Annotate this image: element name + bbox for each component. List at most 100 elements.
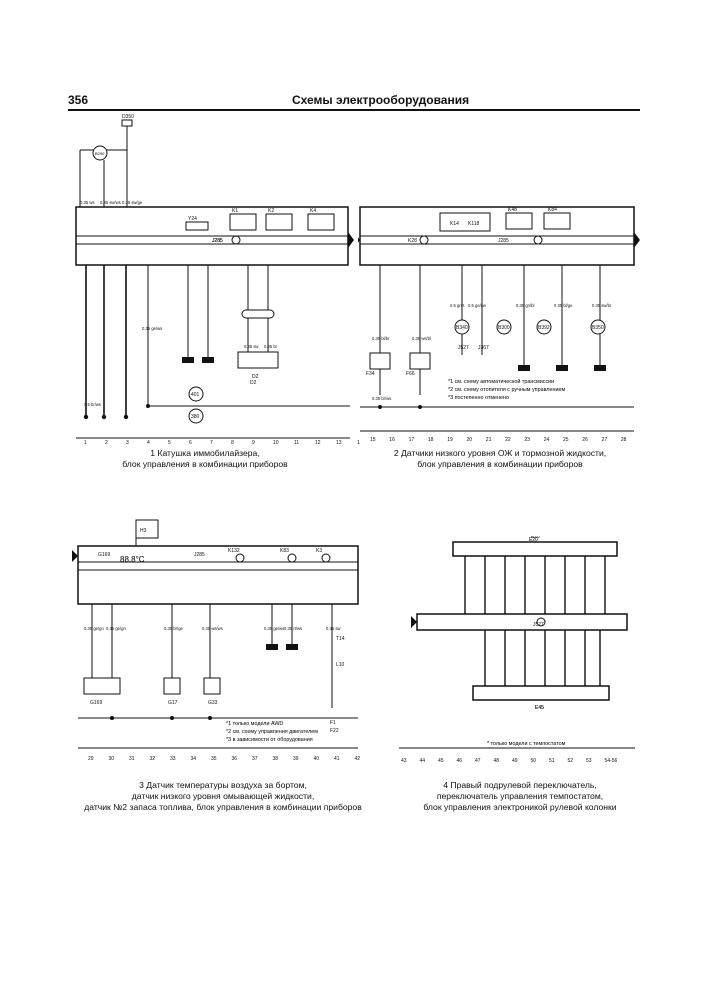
diagram-4-note-1: * только модели с темпостатом	[487, 741, 566, 747]
component-label: E45	[535, 705, 544, 711]
pin-number: 30	[109, 756, 115, 762]
pin-number: 27	[602, 437, 608, 443]
diagram-4-caption: 4 Правый подрулевой переключатель, перек…	[400, 780, 640, 813]
wire-label: 0.35 ge/ws	[142, 326, 162, 331]
page-number: 356	[68, 93, 89, 107]
pin-number: 53	[586, 758, 592, 764]
pin-number: 2	[105, 440, 108, 446]
component-label: J367	[478, 345, 489, 351]
pin-number: 44	[420, 758, 426, 764]
wiring-diagram-4: E20 E45 * только модели с темпостатом 43…	[399, 536, 635, 764]
pin-number: 11	[294, 440, 299, 446]
component-label: H3	[140, 528, 147, 534]
pin-number: 48	[494, 758, 500, 764]
wire-label: 0.35 ws/bl	[412, 336, 431, 341]
component-label: T14	[336, 636, 345, 642]
diagram-4-caption-line-2: переключатель управления темпостатом,	[436, 791, 604, 801]
component-label: D2	[250, 380, 257, 386]
pin-number: 14	[357, 440, 360, 446]
component-label: B300	[498, 325, 510, 331]
component-label: J285	[498, 238, 509, 244]
pin-number: 13	[336, 440, 342, 446]
pin-number: 46	[457, 758, 463, 764]
component-label: K118	[468, 221, 480, 227]
pin-number: 45	[438, 758, 444, 764]
wire-label: 0.35 rt/ws	[284, 626, 302, 631]
header-rule	[68, 109, 640, 111]
pin-number: 32	[150, 756, 156, 762]
component-label: J527	[458, 345, 469, 351]
pin-number: 35	[211, 756, 217, 762]
pin-number: 38	[273, 756, 279, 762]
pin-number: 4	[147, 440, 150, 446]
diagram-3-note-1: *1 только модели AWD	[226, 721, 283, 727]
pin-number: 51	[549, 758, 555, 764]
pin-number: 37	[252, 756, 258, 762]
diagram-3-caption-line-1: 3 Датчик температуры воздуха за бортом,	[139, 780, 307, 790]
svg-text:B290: B290	[95, 151, 105, 156]
component-label: L10	[336, 662, 345, 668]
pin-number: 31	[129, 756, 135, 762]
component-label: K132	[228, 548, 240, 554]
wire-label: 0.35 bl/ge	[554, 303, 573, 308]
component-label: B392	[538, 325, 550, 331]
pin-number: 29	[88, 756, 94, 762]
component-label: J285	[212, 238, 223, 244]
wire-label: 0.5 ge/sw	[468, 303, 487, 308]
pin-number: 24	[544, 437, 550, 443]
temperature-indicator: 88.8°C	[120, 555, 145, 564]
pin-number: 8	[231, 440, 234, 446]
pin-number: 23	[524, 437, 530, 443]
diagram-4-caption-line-3: блок управления электроникой рулевой кол…	[423, 802, 617, 812]
component-label: E20	[531, 536, 540, 540]
component-label: 401	[191, 392, 200, 398]
component-label: K3	[316, 548, 322, 554]
diagram-3-caption: 3 Датчик температуры воздуха за бортом, …	[68, 780, 378, 813]
wire-label: 0.35 sw	[326, 626, 341, 631]
wire-label: 0.35 ge/gn	[84, 626, 104, 631]
diagram-3-note-3: *3 в зависимости от оборудования	[226, 737, 313, 743]
component-label: K1	[232, 208, 238, 214]
pin-number: 49	[512, 758, 518, 764]
pin-number: 22	[505, 437, 511, 443]
diagram-3-caption-line-2: датчик низкого уровня омывающей жидкости…	[131, 791, 315, 801]
diagram-2-note-3: *3 постепенно отменено	[448, 395, 509, 401]
component-label: K48	[508, 207, 517, 213]
diagram-4-caption-line-1: 4 Правый подрулевой переключатель,	[443, 780, 597, 790]
pin-number: 41	[334, 756, 340, 762]
pin-number: 6	[189, 440, 192, 446]
wiring-diagram-3: 88.8°C *1 только модели AWD *2 см. схему…	[72, 519, 360, 762]
svg-text:D2: D2	[252, 374, 259, 380]
diagram-2-note-2: *2 см. схему отопителя с ручным управлен…	[448, 387, 565, 393]
pin-number: 10	[273, 440, 279, 446]
wire-label: 0.35 br	[264, 344, 278, 349]
pin-number: 50	[531, 758, 537, 764]
component-label: G17	[168, 700, 178, 706]
component-label: B350	[592, 325, 604, 331]
component-label: F34	[366, 371, 375, 377]
pin-number: 54-56	[605, 758, 618, 764]
wire-label: 0.35 br/ge	[164, 626, 184, 631]
pin-number: 3	[126, 440, 129, 446]
component-label: J285	[194, 552, 205, 558]
component-label: K28	[408, 238, 417, 244]
component-label: Y24	[188, 216, 197, 222]
pin-number: 39	[293, 756, 299, 762]
pin-number: 43	[401, 758, 407, 764]
component-label: G169	[98, 552, 110, 558]
diagram-3-caption-line-3: датчик №2 запаса топлива, блок управлени…	[84, 802, 362, 812]
component-label: D350	[122, 114, 134, 120]
component-label: K83	[280, 548, 289, 554]
svg-text:E20: E20	[529, 537, 538, 543]
pin-number: 21	[486, 437, 492, 443]
component-label: G169	[90, 700, 102, 706]
wire-label: 0.5 gr/rt	[450, 303, 465, 308]
component-label: K84	[548, 207, 557, 213]
component-label: B340	[456, 325, 468, 331]
pin-number: 5	[168, 440, 171, 446]
diagram-1-caption-line-2: блок управления в комбинации приборов	[122, 459, 288, 469]
pin-number: 9	[252, 440, 255, 446]
svg-text:E45: E45	[535, 705, 544, 711]
wire-label: 0.35 ge/gn	[106, 626, 126, 631]
